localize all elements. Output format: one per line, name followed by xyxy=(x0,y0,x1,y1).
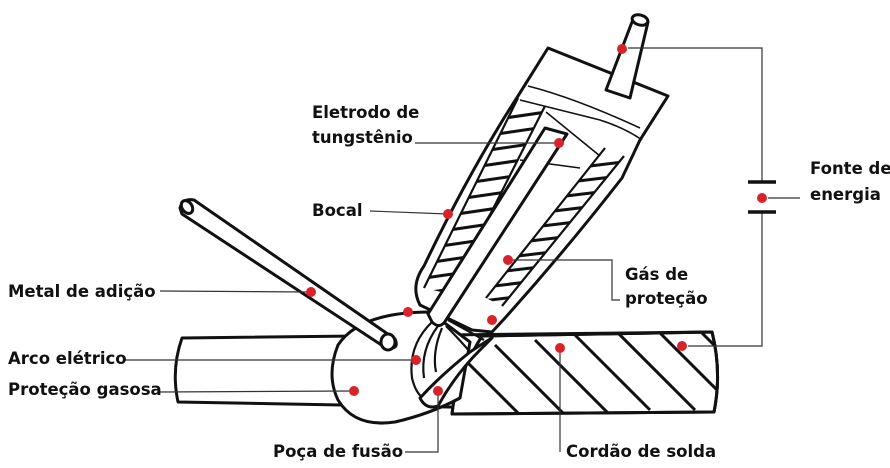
power-source-circuit xyxy=(628,47,800,347)
label-poca-fusao: Poça de fusão xyxy=(273,442,403,461)
label-arco-eletrico: Arco elétrico xyxy=(8,349,127,368)
label-gas-line2: proteção xyxy=(625,289,708,308)
marker-dots xyxy=(306,44,767,396)
label-protecao-gasosa: Proteção gasosa xyxy=(8,380,162,399)
marker-bocal xyxy=(443,209,453,219)
label-eletrodo-line1: Eletrodo de xyxy=(312,103,419,122)
marker-arco xyxy=(411,355,421,365)
label-eletrodo-line2: tungstênio xyxy=(312,128,413,147)
filler-rod xyxy=(178,198,398,352)
marker-fonte xyxy=(757,193,767,203)
marker-fonte-plate xyxy=(677,341,687,351)
label-fonte-line1: Fonte de xyxy=(810,159,890,178)
marker-protecao xyxy=(349,386,359,396)
marker-poca xyxy=(433,386,443,396)
label-cordao-solda: Cordão de solda xyxy=(566,442,716,461)
label-gas-line1: Gás de xyxy=(625,265,688,284)
label-metal-adicao: Metal de adição xyxy=(8,282,156,301)
marker-cordao xyxy=(555,343,565,353)
weld-bead xyxy=(450,330,720,416)
label-fonte-line2: energia xyxy=(810,185,881,204)
marker-gas xyxy=(503,255,513,265)
marker-electrode-lead xyxy=(617,44,627,54)
torch xyxy=(414,13,670,334)
marker-tungsten xyxy=(554,138,564,148)
label-bocal: Bocal xyxy=(312,201,362,220)
marker-gas-exit xyxy=(403,307,413,317)
marker-metal xyxy=(306,287,316,297)
marker-gas-bead xyxy=(487,315,497,325)
leader-lines xyxy=(125,142,620,453)
